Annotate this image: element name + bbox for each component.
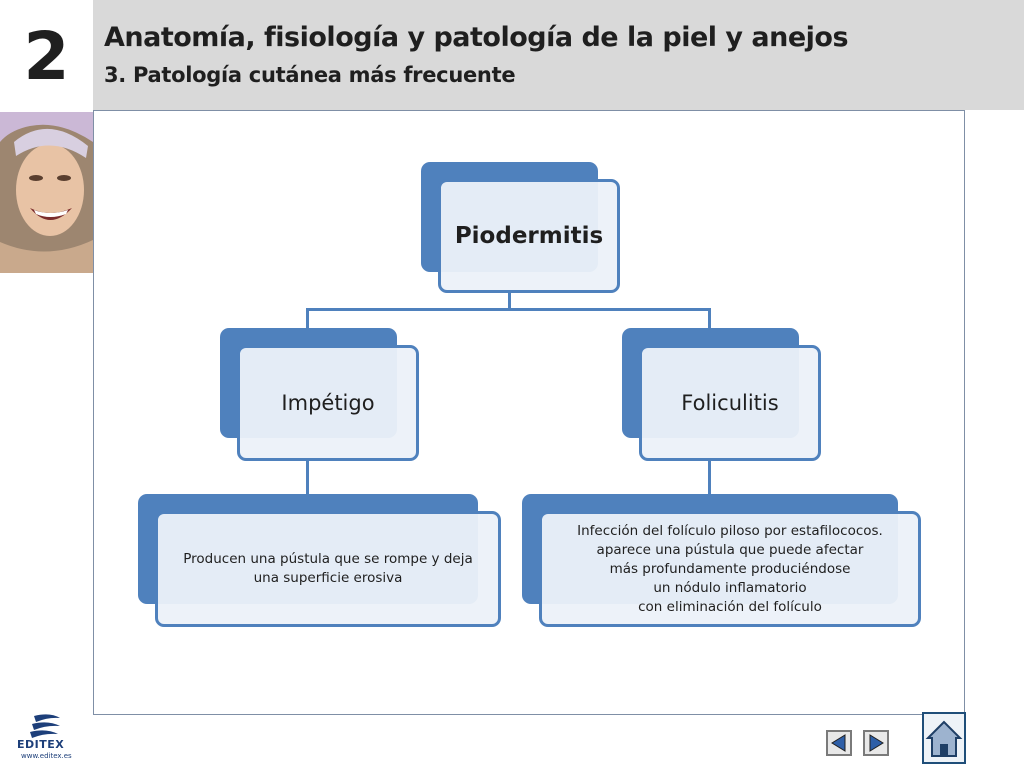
triangle-right-icon: [869, 734, 884, 752]
impetigo-node-label: Impétigo: [281, 391, 375, 415]
root-node-label: Piodermitis: [454, 223, 604, 249]
page-title: Anatomía, fisiología y patología de la p…: [104, 22, 849, 53]
logo-name: EDITEX: [17, 738, 65, 751]
next-slide-button[interactable]: [863, 730, 889, 756]
foliculitis-desc-line: con eliminación del folículo: [638, 598, 822, 615]
connector-foliculitis-desc: [708, 459, 711, 495]
connector-root-down: [508, 293, 511, 310]
impetigo-desc-node: Producen una pústula que se rompe y deja…: [155, 511, 501, 627]
prev-slide-button[interactable]: [826, 730, 852, 756]
triangle-left-icon: [831, 734, 846, 752]
foliculitis-desc-node: Infección del folículo piloso por estafi…: [539, 511, 921, 627]
home-icon: [925, 720, 963, 757]
chapter-number: 2: [0, 0, 93, 112]
home-button[interactable]: [922, 712, 966, 764]
connector-horizontal: [306, 308, 711, 311]
impetigo-desc-line: Producen una pústula que se rompe y deja: [183, 551, 473, 567]
foliculitis-node-label: Foliculitis: [681, 391, 779, 415]
foliculitis-desc-line: un nódulo inflamatorio: [653, 579, 807, 596]
connector-right-down: [708, 308, 711, 328]
connector-impetigo-desc: [306, 459, 309, 495]
header-band: [93, 0, 1024, 110]
logo-url: www.editex.es: [21, 752, 72, 760]
page-subtitle: 3. Patología cutánea más frecuente: [104, 63, 516, 87]
foliculitis-desc-line: aparece una pústula que puede afectar: [596, 541, 864, 558]
smiling-woman-photo: [0, 112, 93, 273]
impetigo-node: Impétigo: [237, 345, 419, 461]
impetigo-desc-line: una superficie erosiva: [253, 570, 403, 586]
root-node: Piodermitis: [438, 179, 620, 293]
foliculitis-node: Foliculitis: [639, 345, 821, 461]
foliculitis-desc-line: Infección del folículo piloso por estafi…: [577, 522, 883, 539]
foliculitis-desc-line: más profundamente produciéndose: [609, 560, 851, 577]
portrait-illustration: [0, 112, 93, 273]
editex-logo-icon: [30, 714, 60, 738]
connector-left-down: [306, 308, 309, 328]
